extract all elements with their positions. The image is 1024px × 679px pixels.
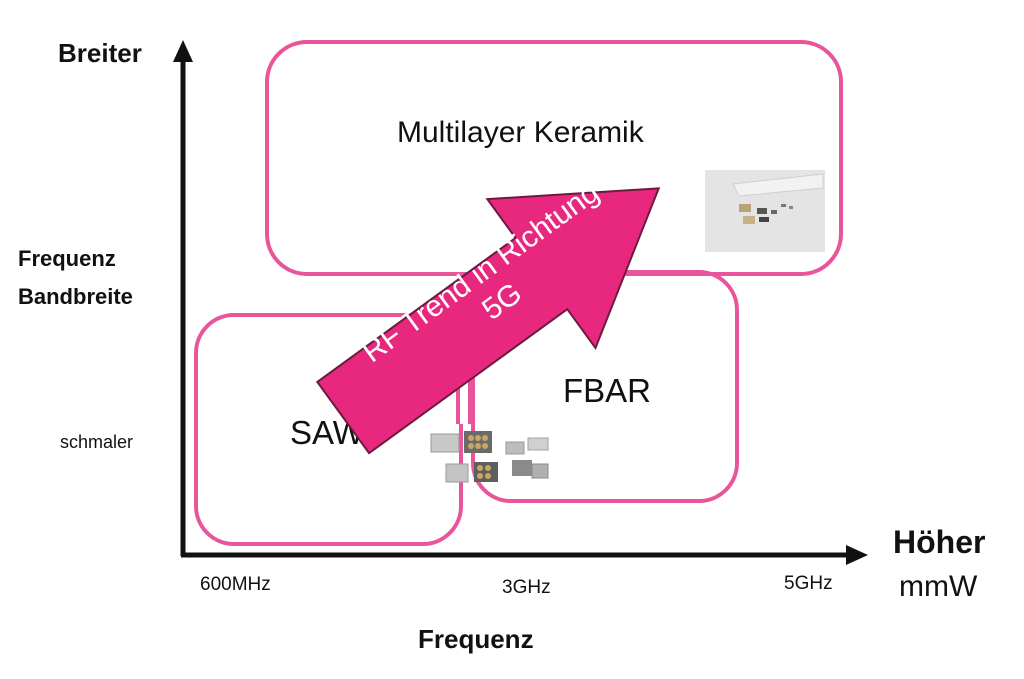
- x-axis-high-label: Höher: [893, 524, 986, 560]
- y-axis-top-label: Breiter: [58, 38, 142, 68]
- multilayer-ceramic-component-photo: [705, 170, 825, 252]
- saw-fbar-component-photo: [428, 428, 554, 486]
- y-axis-low-label: schmaler: [60, 432, 134, 452]
- y-axis-label-line2: Bandbreite: [18, 284, 133, 309]
- x-axis-label: Frequenz: [418, 624, 534, 654]
- fbar-label: FBAR: [563, 372, 652, 409]
- region-connector: [456, 372, 472, 424]
- multilayer-ceramic-label: Multilayer Keramik: [397, 116, 644, 149]
- x-axis-mmw-label: mmW: [899, 570, 978, 603]
- x-tick-600mhz: 600MHz: [200, 574, 271, 595]
- y-axis-arrowhead: [173, 40, 193, 62]
- x-tick-3ghz: 3GHz: [502, 577, 551, 598]
- x-tick-5ghz: 5GHz: [784, 573, 833, 594]
- x-axis-arrowhead: [846, 545, 868, 565]
- saw-label: SAW: [290, 414, 364, 451]
- y-axis-label-line1: Frequenz: [18, 246, 116, 271]
